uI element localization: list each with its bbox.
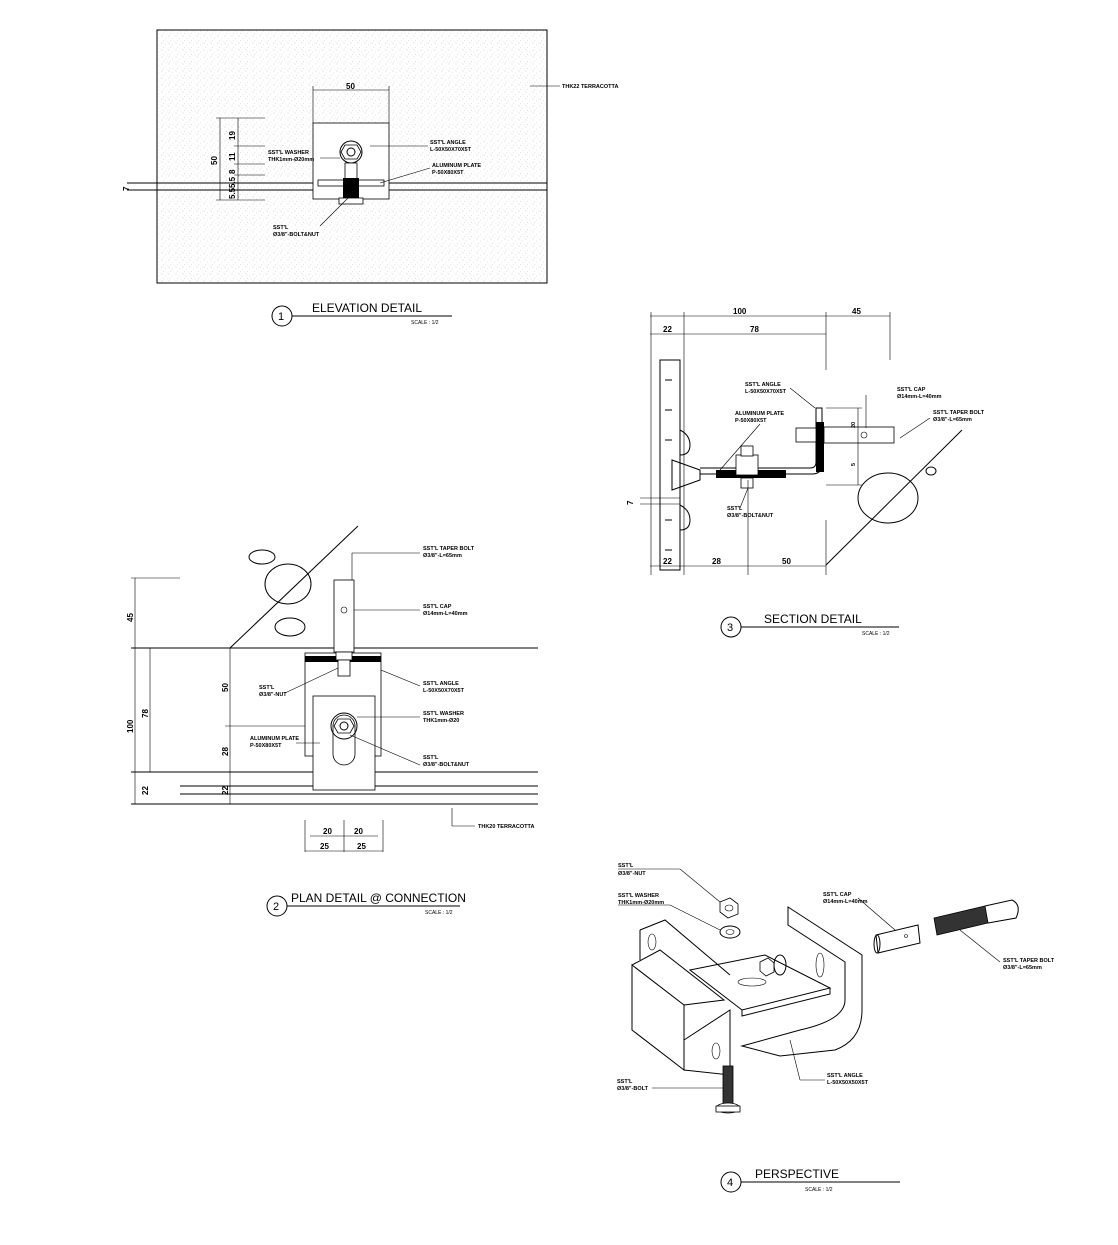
label-washer-1: SST'L WASHER	[268, 150, 309, 156]
plan-dim-b20a: 20	[323, 827, 332, 836]
plan-label-washer-1: SST'L WASHER	[423, 711, 464, 717]
label-plate-2: P-50X80X5T	[432, 170, 464, 176]
plan-label-plate-1: ALUMINUM PLATE	[250, 736, 299, 742]
plan-label-plate-2: P-50X80X5T	[250, 743, 282, 749]
persp-label-washer-1: SST'L WASHER	[618, 893, 659, 899]
detail-1-number: 1	[278, 311, 284, 323]
sec-label-bolt-1: SST'L	[727, 506, 743, 512]
sec-dim-b28: 28	[712, 557, 721, 566]
sec-label-taper-1: SST'L TAPER BOLT	[933, 410, 985, 416]
detail-4-title: PERSPECTIVE	[755, 1167, 839, 1181]
plan-label-angle-2: L-50X50X70X5T	[423, 688, 465, 694]
persp-label-washer-2: THK1mm-Ø20mm	[618, 900, 664, 906]
plan-dim-b25a: 25	[320, 842, 329, 851]
plan-label-angle-1: SST'L ANGLE	[423, 681, 459, 687]
plan-label-bolt-2: Ø3/8"-BOLT&NUT	[423, 762, 470, 768]
sec-label-plate-2: P-50X80X5T	[735, 418, 767, 424]
plan-dim-d78: 78	[141, 709, 150, 718]
persp-label-angle-2: L-50X50X50X5T	[827, 1080, 869, 1086]
plan-dim-d50: 50	[221, 683, 230, 692]
detail-2-number: 2	[273, 901, 279, 913]
dim-v4: 5.5	[228, 176, 237, 188]
plan-dim-d45: 45	[126, 613, 135, 622]
detail-2-title: PLAN DETAIL @ CONNECTION	[291, 891, 466, 905]
label-angle-1: SST'L ANGLE	[430, 140, 466, 146]
dim-left-total: 50	[210, 156, 219, 165]
plan-dim-b20b: 20	[354, 827, 363, 836]
sec-label-cap-2: Ø14mm-L=40mm	[897, 394, 942, 400]
dim-v2: 11	[228, 152, 237, 161]
detail-1-title: ELEVATION DETAIL	[312, 301, 422, 315]
section-detail: 100 45 22 78 20 5 7 22	[626, 307, 985, 638]
detail-3-title: SECTION DETAIL	[764, 612, 862, 626]
sec-dim-t22: 22	[663, 325, 672, 334]
persp-label-nut-1: SST'L	[618, 863, 634, 869]
dim-top: 50	[346, 82, 355, 91]
sec-dim-v5: 5	[851, 463, 857, 466]
dim-v5: 5.5	[228, 187, 237, 199]
label-angle-2: L-50X50X70X5T	[430, 147, 472, 153]
persp-label-nut-2: Ø3/8"-NUT	[618, 871, 646, 877]
perspective-detail: SST'L Ø3/8"-NUT SST'L WASHER THK1mm-Ø20m…	[617, 863, 1055, 1193]
bolt-shape	[343, 178, 359, 198]
detail-3-scale: SCALE : 1/2	[862, 631, 890, 637]
sec-label-angle-2: L-50X50X70X5T	[745, 389, 787, 395]
label-terracotta: THK22 TERRACOTTA	[562, 84, 618, 90]
sec-label-cap-1: SST'L CAP	[897, 387, 926, 393]
persp-label-cap-1: SST'L CAP	[823, 892, 852, 898]
plan-label-taper-2: Ø3/8"-L=65mm	[423, 553, 462, 559]
plan-dim-d28: 28	[221, 747, 230, 756]
sec-dim-v20: 20	[851, 422, 857, 428]
label-washer-2: THK1mm-Ø20mm	[268, 157, 314, 163]
sec-dim-t78: 78	[750, 325, 759, 334]
detail-4-number: 4	[727, 1177, 733, 1189]
sec-label-plate-1: ALUMINUM PLATE	[735, 411, 784, 417]
sec-label-bolt-2: Ø3/8"-BOLT&NUT	[727, 513, 774, 519]
sec-dim-t100: 100	[733, 307, 747, 316]
plan-detail: 45 100 78 50 28 22 22 20 20 25 25 SST'L …	[126, 525, 538, 917]
sec-label-taper-2: Ø3/8"-L=65mm	[933, 417, 972, 423]
plan-dim-b25b: 25	[357, 842, 366, 851]
elevation-detail: 50 50 19 11 8 5.5 5.5 7 THK22 TERRACOTTA…	[122, 29, 618, 327]
label-plate-1: ALUMINUM PLATE	[432, 163, 481, 169]
detail-2-scale: SCALE : 1/2	[425, 910, 453, 916]
sec-dim-b22: 22	[663, 557, 672, 566]
persp-label-taper-1: SST'L TAPER BOLT	[1003, 958, 1055, 964]
plan-label-nut-2: Ø3/8"-NUT	[259, 692, 287, 698]
persp-label-bolt-1: SST'L	[617, 1079, 633, 1085]
sec-dim-joint: 7	[626, 500, 635, 505]
plan-label-taper-1: SST'L TAPER BOLT	[423, 546, 475, 552]
plan-dim-d22b: 22	[221, 786, 230, 795]
dim-v1: 19	[228, 131, 237, 140]
label-bolt-2: Ø3/8"-BOLT&NUT	[273, 232, 320, 238]
plan-dim-d22a: 22	[141, 786, 150, 795]
persp-label-cap-2: Ø14mm-L=40mm	[823, 899, 868, 905]
plan-label-bolt-1: SST'L	[423, 755, 439, 761]
detail-3-number: 3	[727, 622, 733, 634]
persp-label-angle-1: SST'L ANGLE	[827, 1073, 863, 1079]
plan-label-cap-2: Ø14mm-L=40mm	[423, 611, 468, 617]
label-bolt-1: SST'L	[273, 225, 289, 231]
sec-label-angle-1: SST'L ANGLE	[745, 382, 781, 388]
sec-dim-t45: 45	[852, 307, 861, 316]
dim-v3: 8	[228, 169, 237, 174]
persp-label-bolt-2: Ø3/8"-BOLT	[617, 1086, 649, 1092]
plan-dim-d100: 100	[126, 719, 135, 733]
plan-label-terracotta: THK20 TERRACOTTA	[478, 824, 534, 830]
plan-label-washer-2: THK1mm-Ø20	[423, 718, 459, 724]
sec-dim-b50: 50	[782, 557, 791, 566]
dim-joint: 7	[122, 186, 131, 191]
plan-label-nut-1: SST'L	[259, 685, 275, 691]
plan-label-cap-1: SST'L CAP	[423, 604, 452, 610]
detail-4-scale: SCALE : 1/2	[805, 1187, 833, 1193]
detail-1-scale: SCALE : 1/2	[411, 320, 439, 326]
persp-label-taper-2: Ø3/8"-L=65mm	[1003, 965, 1042, 971]
